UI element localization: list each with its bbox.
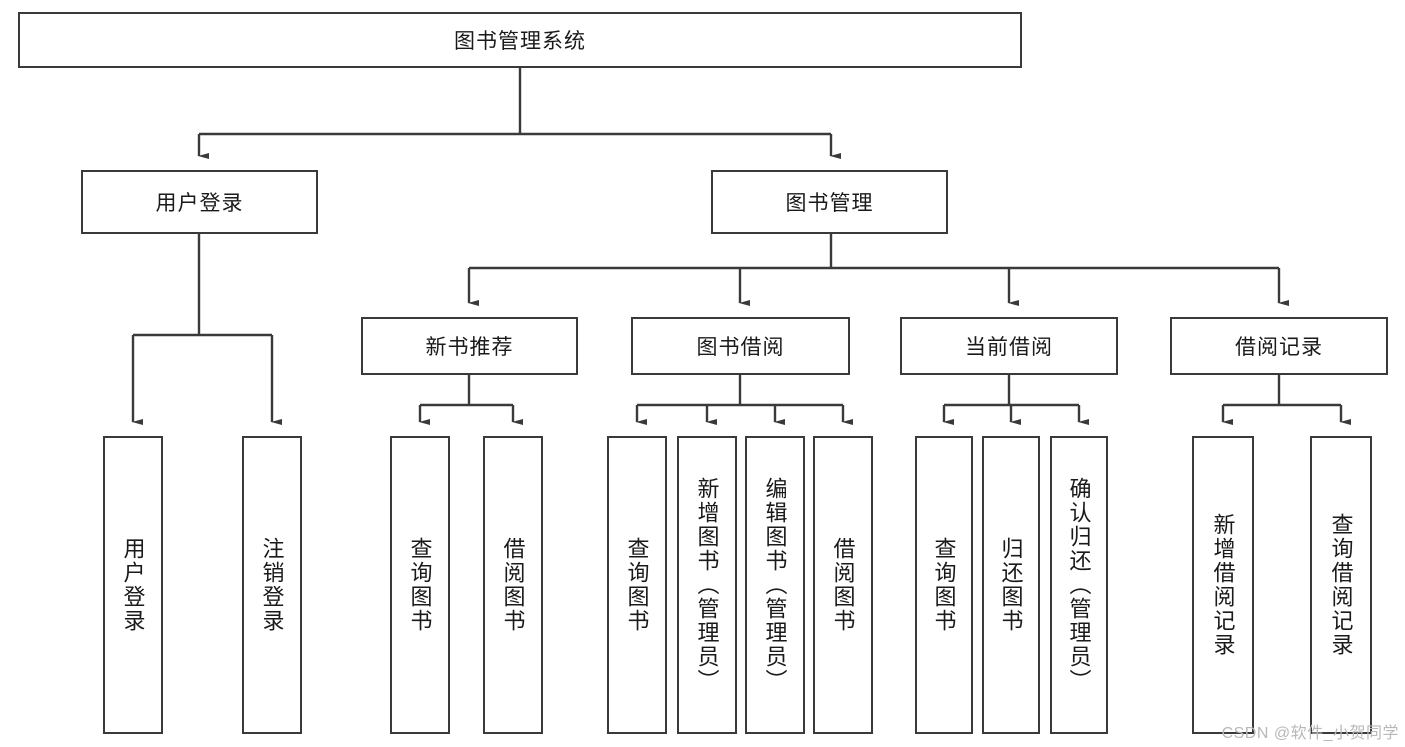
node-leaf-user-login[interactable]: 用户登录 [103, 436, 163, 734]
node-leaf-add-book-label: 新增图书（管理员） [694, 477, 720, 693]
node-root-label: 图书管理系统 [454, 30, 586, 53]
node-leaf-query-record[interactable]: 查询借阅记录 [1310, 436, 1372, 734]
node-book-manage-label: 图书管理 [785, 192, 874, 215]
node-leaf-edit-book[interactable]: 编辑图书（管理员） [745, 436, 805, 734]
node-leaf-borrow-book-2[interactable]: 借阅图书 [813, 436, 873, 734]
node-leaf-add-book[interactable]: 新增图书（管理员） [677, 436, 737, 734]
node-book-borrow-label: 图书借阅 [696, 336, 785, 359]
node-user-login-label: 用户登录 [155, 192, 244, 215]
node-new-book-recommend[interactable]: 新书推荐 [361, 317, 578, 375]
node-new-book-recommend-label: 新书推荐 [425, 336, 514, 359]
node-leaf-borrow-book-2-label: 借阅图书 [830, 537, 856, 633]
node-book-manage[interactable]: 图书管理 [711, 170, 948, 234]
node-book-borrow[interactable]: 图书借阅 [631, 317, 850, 375]
node-current-borrow-label: 当前借阅 [965, 336, 1053, 359]
node-leaf-query-book-2-label: 查询图书 [624, 537, 650, 633]
node-leaf-query-book-3[interactable]: 查询图书 [915, 436, 973, 734]
node-leaf-user-login-label: 用户登录 [120, 537, 146, 633]
node-leaf-query-book-1[interactable]: 查询图书 [390, 436, 450, 734]
node-root[interactable]: 图书管理系统 [18, 12, 1022, 68]
node-leaf-query-book-3-label: 查询图书 [931, 537, 957, 633]
node-leaf-query-record-label: 查询借阅记录 [1328, 513, 1354, 657]
node-leaf-query-book-1-label: 查询图书 [407, 537, 433, 633]
node-leaf-user-logout[interactable]: 注销登录 [242, 436, 302, 734]
node-current-borrow[interactable]: 当前借阅 [900, 317, 1118, 375]
node-leaf-borrow-book-1[interactable]: 借阅图书 [483, 436, 543, 734]
node-leaf-return-book[interactable]: 归还图书 [982, 436, 1040, 734]
node-leaf-query-book-2[interactable]: 查询图书 [607, 436, 667, 734]
node-leaf-return-book-label: 归还图书 [998, 537, 1024, 633]
node-leaf-user-logout-label: 注销登录 [259, 537, 285, 633]
node-user-login[interactable]: 用户登录 [81, 170, 318, 234]
node-leaf-confirm-return-label: 确认归还（管理员） [1066, 477, 1092, 693]
watermark: CSDN @软件_小贺同学 [1221, 725, 1399, 742]
node-leaf-confirm-return[interactable]: 确认归还（管理员） [1050, 436, 1108, 734]
node-borrow-record-label: 借阅记录 [1235, 336, 1323, 359]
node-leaf-add-record-label: 新增借阅记录 [1210, 513, 1236, 657]
node-leaf-edit-book-label: 编辑图书（管理员） [762, 477, 788, 693]
node-leaf-add-record[interactable]: 新增借阅记录 [1192, 436, 1254, 734]
node-leaf-borrow-book-1-label: 借阅图书 [500, 537, 526, 633]
node-borrow-record[interactable]: 借阅记录 [1170, 317, 1388, 375]
